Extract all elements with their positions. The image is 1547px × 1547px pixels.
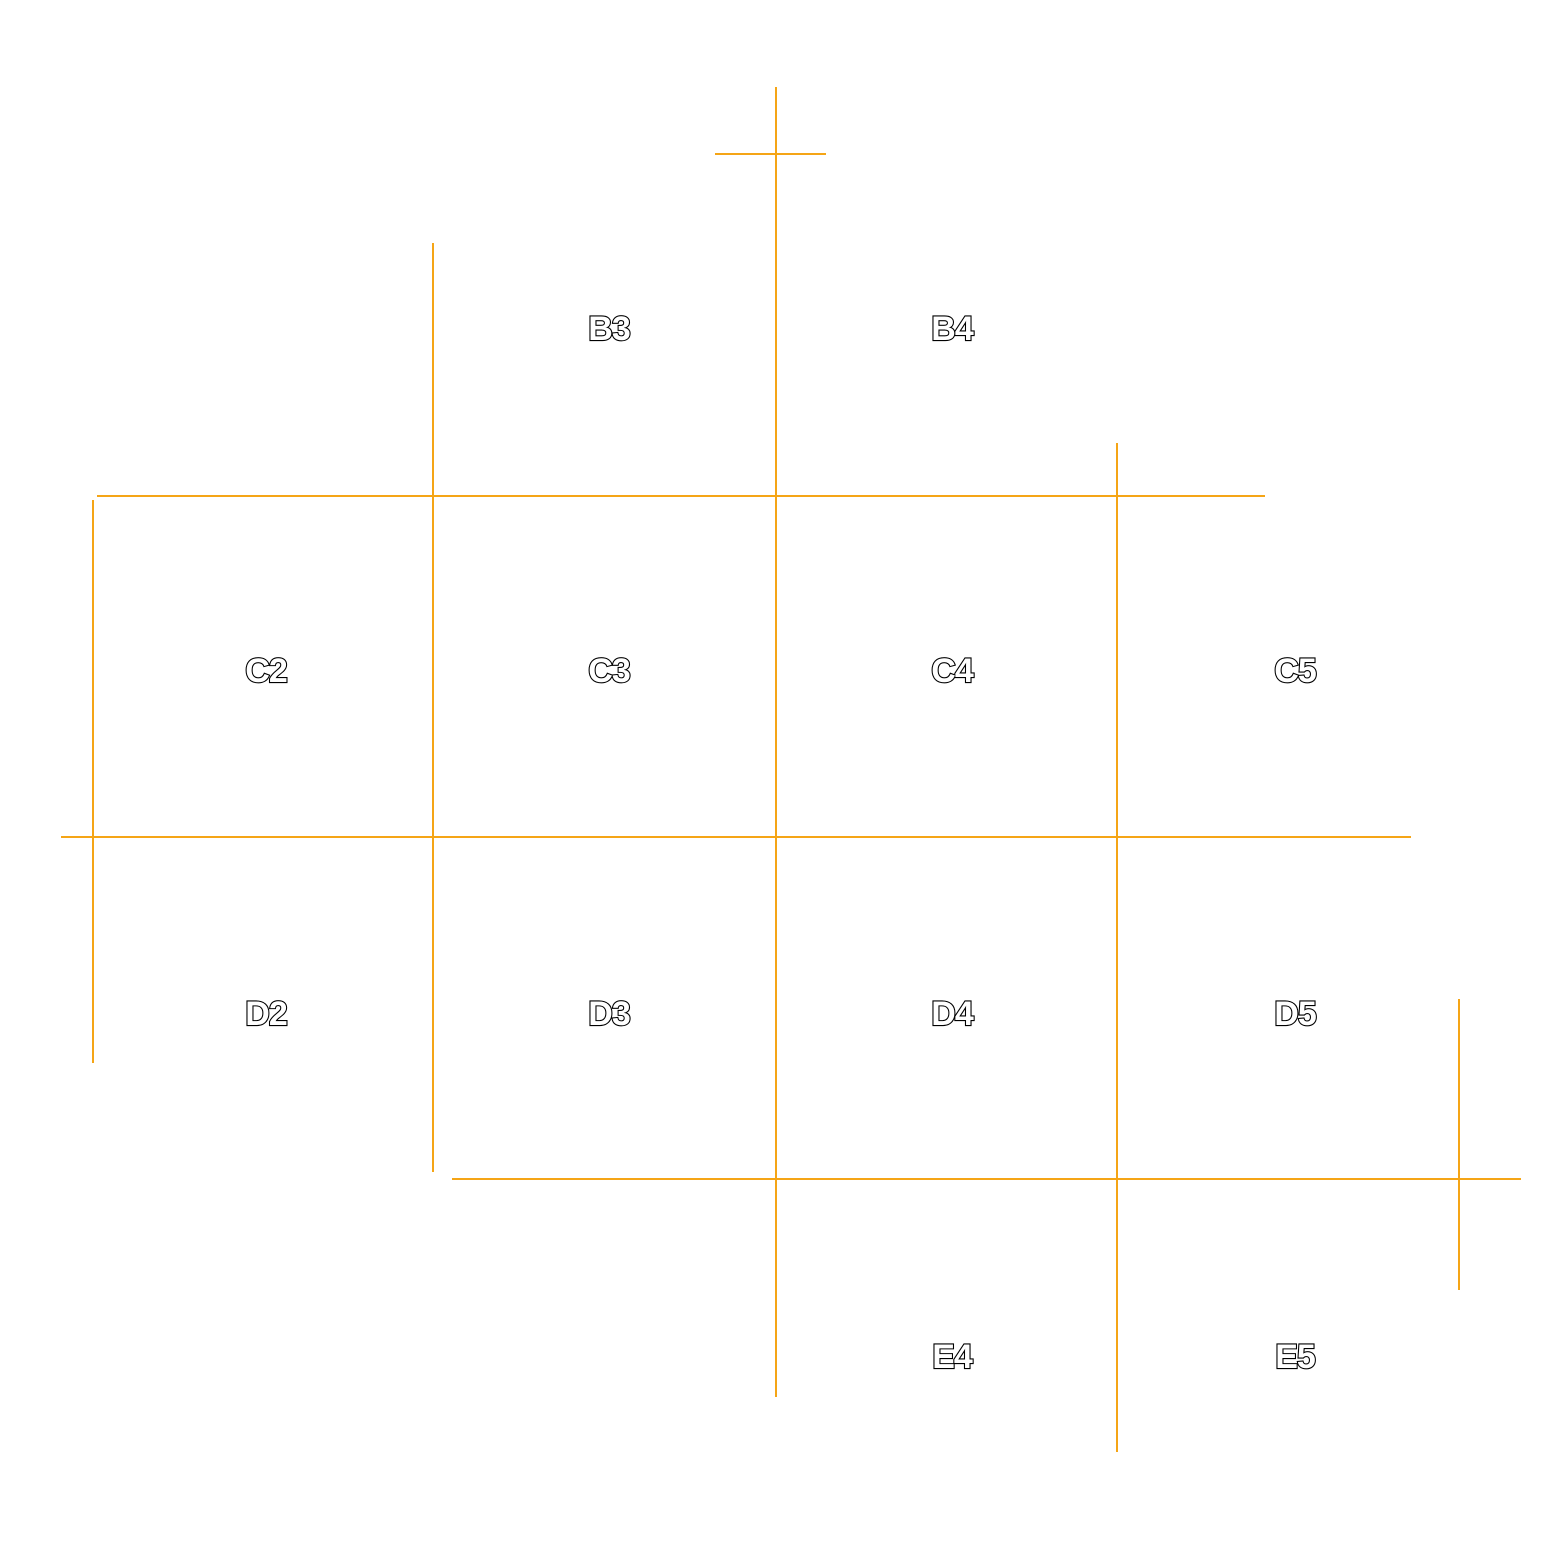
cell-label-c2: C2: [245, 652, 287, 690]
cell-labels: B3 B4 C2 C3 C4 C5 D2 D3 D4 D5 E4 E5: [244, 309, 1318, 1377]
cell-label-b3: B3: [588, 310, 630, 348]
cell-label-c4: C4: [931, 652, 974, 690]
cell-label-d3: D3: [588, 995, 630, 1033]
cell-label-b4: B4: [931, 310, 974, 348]
cell-label-d2: D2: [245, 995, 287, 1033]
cell-label-c5: C5: [1274, 652, 1316, 690]
cell-label-c3: C3: [588, 652, 630, 690]
grid-lines: [61, 87, 1521, 1452]
cell-label-d5: D5: [1274, 995, 1316, 1033]
cell-label-e4: E4: [932, 1338, 973, 1376]
cell-label-e5: E5: [1275, 1338, 1315, 1376]
cell-label-d4: D4: [931, 995, 974, 1033]
